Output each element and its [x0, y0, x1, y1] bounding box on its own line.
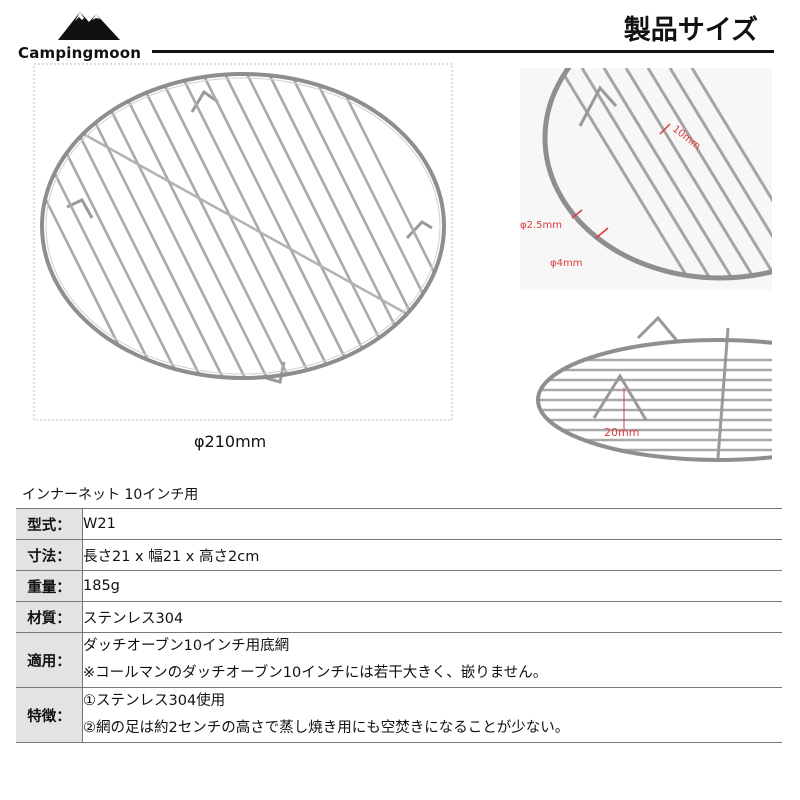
brand-logo: Campingmoon [18, 6, 148, 68]
mountain-icon [58, 12, 120, 40]
header-rule [152, 50, 774, 53]
spec-label: 寸法： [16, 539, 83, 571]
spec-line: ②網の足は約2センチの高さで蒸し焼き用にも空焚きになることが少ない。 [83, 720, 570, 736]
spec-row-size: 寸法： 長さ21 x 幅21 x 高さ2cm [16, 539, 782, 571]
spec-row-application: 適用： ダッチオーブン10インチ用底網 ※コールマンのダッチオーブン10インチに… [16, 632, 782, 688]
spec-label: 特徴： [16, 687, 83, 743]
product-name: インナーネット 10インチ用 [22, 487, 199, 503]
spec-label: 型式： [16, 508, 83, 540]
spec-value: ダッチオーブン10インチ用底網 ※コールマンのダッチオーブン10インチには若干大… [82, 632, 782, 688]
grill-net-photo [33, 63, 453, 421]
spec-value: ステンレス304 [82, 601, 782, 633]
spec-label: 材質： [16, 601, 83, 633]
brand-name: Campingmoon [18, 44, 142, 62]
spec-row-material: 材質： ステンレス304 [16, 601, 782, 633]
spec-row-features: 特徴： ①ステンレス304使用 ②網の足は約2センチの高さで蒸し焼き用にも空焚き… [16, 687, 782, 743]
spec-line: ①ステンレス304使用 [83, 693, 226, 709]
spec-line: ※コールマンのダッチオーブン10インチには若干大きく、嵌りません。 [83, 665, 548, 681]
spec-row-weight: 重量： 185g [16, 570, 782, 602]
spec-value: W21 [82, 508, 782, 540]
spec-value: 185g [82, 570, 782, 602]
spec-value: ①ステンレス304使用 ②網の足は約2センチの高さで蒸し焼き用にも空焚きになるこ… [82, 687, 782, 743]
thin-wire-label: φ2.5mm [520, 220, 562, 231]
page-title: 製品サイズ [623, 15, 758, 46]
spec-value: 長さ21 x 幅21 x 高さ2cm [82, 539, 782, 571]
spec-line: ダッチオーブン10インチ用底網 [83, 638, 290, 654]
leg-detail-photo: 20mm [528, 308, 772, 474]
spec-row-model: 型式： W21 [16, 508, 782, 540]
leg-height-label: 20mm [604, 426, 639, 439]
wire-detail-photo: 10mm φ2.5mm φ4mm [520, 68, 772, 290]
spec-table: 型式： W21 寸法： 長さ21 x 幅21 x 高さ2cm 重量： 185g … [16, 508, 782, 743]
thick-wire-label: φ4mm [550, 258, 582, 269]
spec-label: 適用： [16, 632, 83, 688]
spec-label: 重量： [16, 570, 83, 602]
diameter-label: φ210mm [194, 432, 267, 451]
